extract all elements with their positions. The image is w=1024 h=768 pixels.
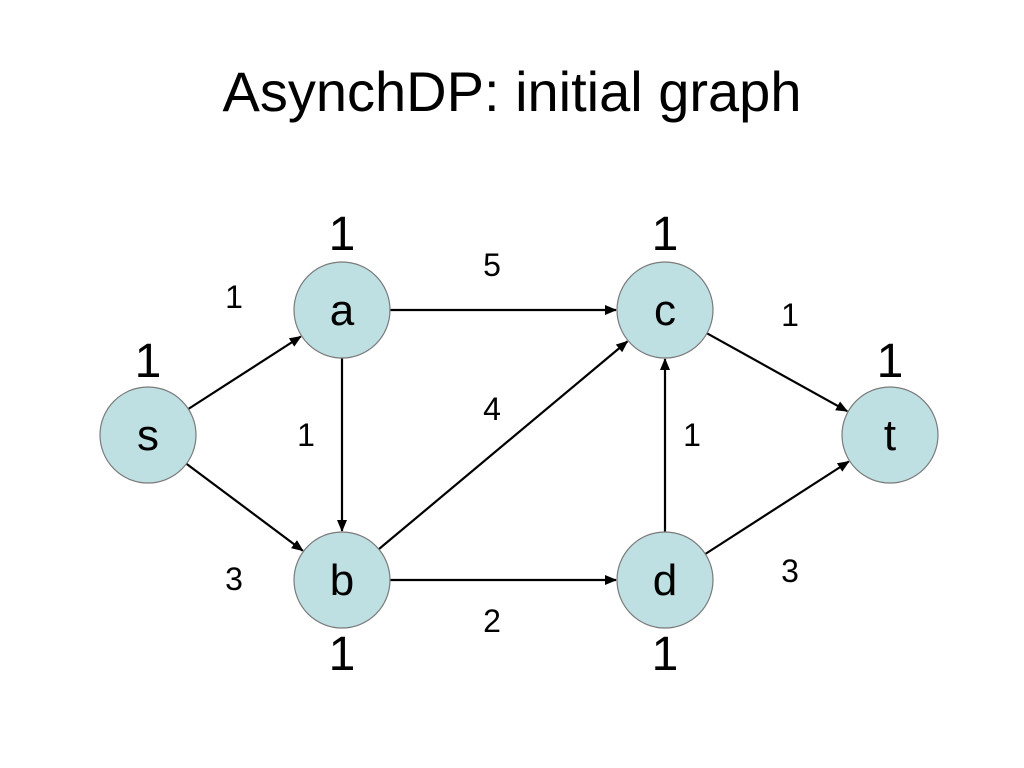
- edge-weight-b-d: 2: [483, 603, 501, 639]
- node-circle-d: [616, 531, 714, 629]
- edge-weight-a-b: 1: [297, 417, 315, 453]
- node-a: a: [293, 261, 391, 359]
- edge-weight-b-c: 4: [483, 391, 501, 427]
- edge-b-c: [378, 340, 629, 551]
- node-circle-s: [99, 386, 197, 484]
- labels-layer: 1 3 1 5 4 2 1 1 3 1 1 1 1 1 1: [135, 208, 904, 681]
- node-c: c: [616, 261, 714, 359]
- edge-weight-s-b: 3: [225, 561, 243, 597]
- node-label-d: d: [653, 556, 677, 605]
- edge-weight-s-a: 1: [225, 279, 243, 315]
- edge-c-t: [706, 332, 849, 413]
- node-circle-b: [293, 531, 391, 629]
- edges-layer: [185, 305, 850, 585]
- node-value-s: 1: [135, 335, 162, 388]
- node-value-t: 1: [877, 335, 904, 388]
- edge-s-a: [187, 335, 302, 410]
- edge-weight-d-t: 3: [781, 553, 799, 589]
- node-label-t: t: [884, 411, 896, 460]
- node-label-a: a: [330, 286, 355, 335]
- edge-d-t: [704, 460, 850, 555]
- node-value-b: 1: [329, 628, 356, 681]
- node-d: d: [616, 531, 714, 629]
- edge-s-b: [185, 462, 304, 552]
- node-circle-t: [841, 386, 939, 484]
- node-t: t: [841, 386, 939, 484]
- edge-weight-d-c: 1: [683, 417, 701, 453]
- node-b: b: [293, 531, 391, 629]
- edge-weight-a-c: 5: [483, 247, 501, 283]
- node-circle-a: [293, 261, 391, 359]
- node-label-c: c: [654, 286, 676, 335]
- node-circle-c: [616, 261, 714, 359]
- slide-title: AsynchDP: initial graph: [222, 60, 802, 123]
- nodes-layer: s a b c d t: [99, 261, 939, 629]
- node-s: s: [99, 386, 197, 484]
- node-value-d: 1: [652, 628, 679, 681]
- node-value-a: 1: [329, 208, 356, 261]
- edge-weight-c-t: 1: [781, 297, 799, 333]
- node-label-b: b: [330, 556, 354, 605]
- node-label-s: s: [137, 411, 159, 460]
- node-value-c: 1: [652, 208, 679, 261]
